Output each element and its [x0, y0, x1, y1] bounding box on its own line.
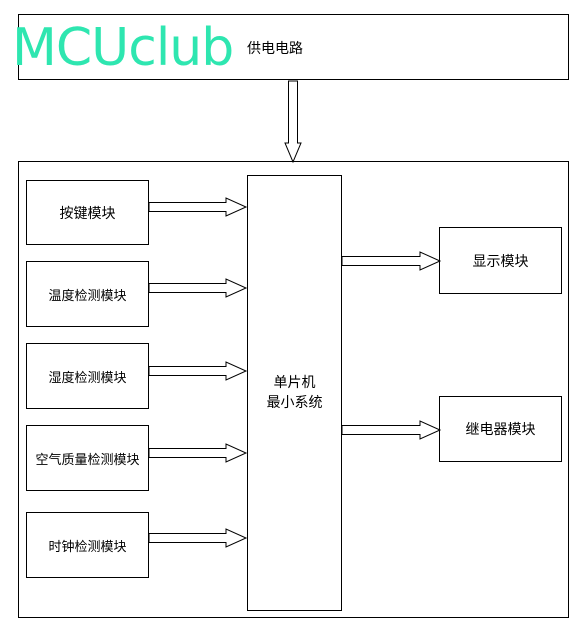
air-quality-to-mcu-arrow	[148, 443, 248, 463]
humidity-to-mcu-arrow	[148, 361, 248, 381]
power-supply-box	[18, 14, 569, 80]
mcu-label: 单片机 最小系统	[266, 375, 323, 411]
power-supply-label: 供电电路	[247, 41, 303, 57]
key-to-mcu-arrow	[148, 197, 248, 217]
clock-to-mcu-arrow	[148, 528, 248, 548]
temperature-to-mcu-arrow	[148, 278, 248, 298]
air-quality-module-label: 空气质量检测模块	[35, 452, 140, 468]
relay-module-box: 继电器模块	[439, 396, 562, 462]
temperature-module-box: 温度检测模块	[26, 261, 149, 327]
humidity-module-box: 湿度检测模块	[26, 343, 149, 409]
clock-module-box: 时钟检测模块	[26, 512, 149, 578]
humidity-module-label: 湿度检测模块	[48, 370, 127, 386]
key-module-label: 按键模块	[59, 205, 116, 222]
display-module-label: 显示模块	[472, 253, 529, 270]
key-module-box: 按键模块	[26, 180, 149, 245]
mcu-to-relay-arrow	[341, 420, 442, 440]
clock-module-label: 时钟检测模块	[48, 539, 127, 555]
mcuclub-watermark: MCUclub	[12, 18, 234, 78]
temperature-module-label: 温度检测模块	[48, 288, 127, 304]
power-to-mcu-arrow	[284, 80, 302, 164]
display-module-box: 显示模块	[439, 227, 562, 294]
mcu-to-display-arrow	[341, 251, 442, 271]
mcu-box: 单片机 最小系统	[247, 175, 342, 611]
relay-module-label: 继电器模块	[465, 422, 536, 438]
air-quality-module-box: 空气质量检测模块	[26, 425, 149, 491]
